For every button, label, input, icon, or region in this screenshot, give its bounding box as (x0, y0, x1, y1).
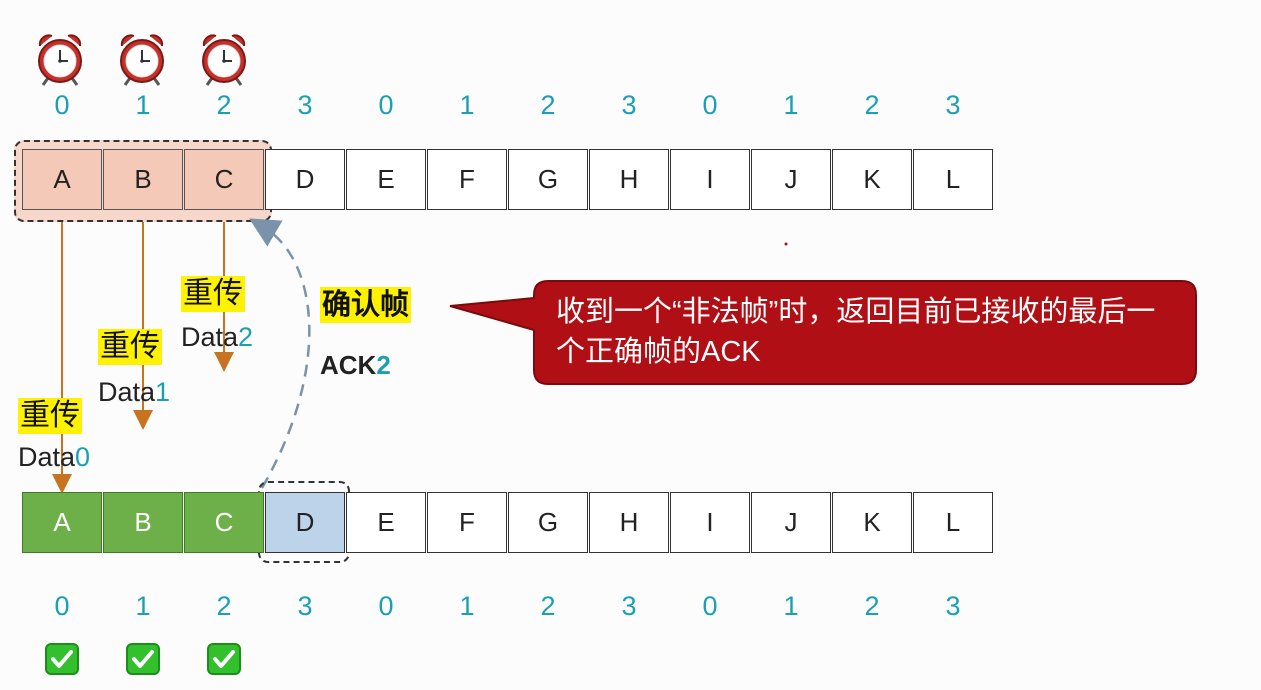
frame-cell: A (22, 492, 102, 553)
red-dot (784, 242, 788, 246)
retransmit-label-1: 重传 (98, 329, 162, 365)
sequence-number: 2 (216, 591, 232, 621)
check-icon (207, 643, 241, 675)
sequence-number: 3 (945, 591, 961, 621)
sequence-number: 2 (216, 90, 232, 120)
retransmit-label-2: 重传 (181, 276, 245, 312)
frame-cell: E (346, 492, 426, 553)
data-label-1: Data1 (98, 377, 171, 407)
ack-arrow (249, 218, 311, 489)
frame-cell: F (427, 492, 507, 553)
frame-cell: G (508, 149, 588, 210)
frame-cell: I (670, 492, 750, 553)
frame-cell: I (670, 149, 750, 210)
sequence-number: 2 (540, 90, 556, 120)
frame-cell: K (832, 492, 912, 553)
frame-cell: D (265, 492, 345, 553)
frame-cell: B (103, 492, 183, 553)
retransmit-tag: 重传 (18, 398, 82, 434)
ack-frame-label: 确认帧 (320, 287, 412, 323)
sequence-number: 0 (702, 591, 718, 621)
retransmit-label-0: 重传 (18, 398, 82, 434)
frame-cell: C (184, 492, 264, 553)
check-icon (45, 643, 79, 675)
check-icon (126, 643, 160, 675)
frame-cell: E (346, 149, 426, 210)
sequence-number: 3 (945, 90, 961, 120)
sequence-number: 1 (459, 90, 475, 120)
alarm-clock-icon (38, 34, 82, 86)
sequence-number: 0 (54, 591, 70, 621)
data-label-0: Data0 (18, 442, 91, 472)
callout-bubble (449, 280, 1197, 385)
sequence-number: 1 (459, 591, 475, 621)
retransmit-tag: 重传 (98, 329, 162, 365)
alarm-clock-icon (202, 34, 246, 86)
frame-cell: L (913, 149, 993, 210)
frame-cell: H (589, 149, 669, 210)
frame-cell: L (913, 492, 993, 553)
frame-cell: A (22, 149, 102, 210)
sequence-number: 1 (783, 591, 799, 621)
sequence-number: 3 (297, 90, 313, 120)
frame-cell: H (589, 492, 669, 553)
data-label-2: Data2 (181, 322, 254, 352)
sequence-number: 2 (864, 90, 880, 120)
sequence-number: 0 (702, 90, 718, 120)
sequence-number: 2 (864, 591, 880, 621)
sequence-number: 2 (540, 591, 556, 621)
retransmit-tag: 重传 (181, 276, 245, 312)
callout-text: 收到一个“非法帧”时，返回目前已接收的最后一个正确帧的ACK (556, 296, 1156, 368)
frame-cell: D (265, 149, 345, 210)
sequence-number: 0 (54, 90, 70, 120)
frame-cell: G (508, 492, 588, 553)
sequence-number: 1 (135, 90, 151, 120)
alarm-clock-icon (120, 34, 164, 86)
frame-cell: K (832, 149, 912, 210)
sequence-number: 0 (378, 90, 394, 120)
frame-cell: B (103, 149, 183, 210)
sequence-number: 3 (621, 90, 637, 120)
frame-cell: J (751, 492, 831, 553)
sequence-number: 0 (378, 591, 394, 621)
sequence-number: 3 (621, 591, 637, 621)
ack-number-label: ACK2 (320, 350, 391, 380)
frame-cell: F (427, 149, 507, 210)
sequence-number: 3 (297, 591, 313, 621)
sequence-number: 1 (135, 591, 151, 621)
frame-cell: C (184, 149, 264, 210)
sequence-number: 1 (783, 90, 799, 120)
frame-cell: J (751, 149, 831, 210)
